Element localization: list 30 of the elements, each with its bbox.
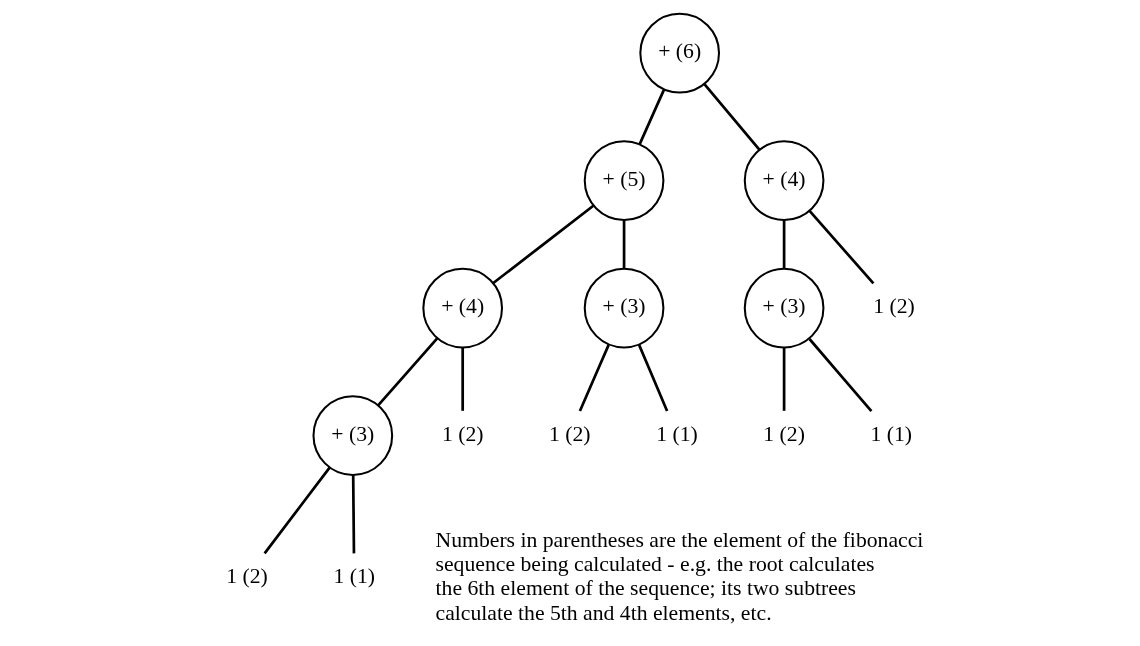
connector (702, 83, 761, 151)
connector (491, 204, 594, 285)
node-circle: + (4) (743, 140, 824, 221)
node-circle: + (6) (638, 12, 720, 94)
node-text: 1 (2) (548, 421, 591, 446)
node-text: 1 (2) (762, 421, 805, 446)
node-circle: + (3) (583, 267, 664, 349)
connector (351, 475, 355, 554)
connector (808, 210, 874, 285)
node-text: 1 (1) (655, 421, 698, 446)
node-circle: + (3) (743, 267, 824, 349)
connector (622, 220, 625, 269)
label: Numbers in parentheses are the element of the fibonacci sequence being calculated - e.g. the root calculates the 6th element of the sequence; its two subtrees calculate the 5th and 4th elements, etc. (435, 527, 923, 625)
connector (807, 338, 872, 412)
connector (637, 344, 668, 412)
node-text: 1 (1) (869, 421, 912, 446)
node-text: 1 (1) (332, 564, 375, 589)
node-text: 1 (2) (872, 294, 915, 319)
node-text: 1 (2) (225, 564, 268, 589)
connector (782, 220, 785, 269)
connector (578, 344, 610, 412)
connector (637, 89, 665, 145)
node-circle: + (5) (583, 140, 664, 221)
connector (460, 347, 464, 411)
node-circle: + (3) (312, 395, 393, 476)
connector (376, 337, 438, 407)
connector (782, 347, 785, 411)
connector (263, 466, 331, 555)
node-circle: + (4) (421, 267, 503, 349)
node-text: 1 (2) (441, 421, 483, 446)
